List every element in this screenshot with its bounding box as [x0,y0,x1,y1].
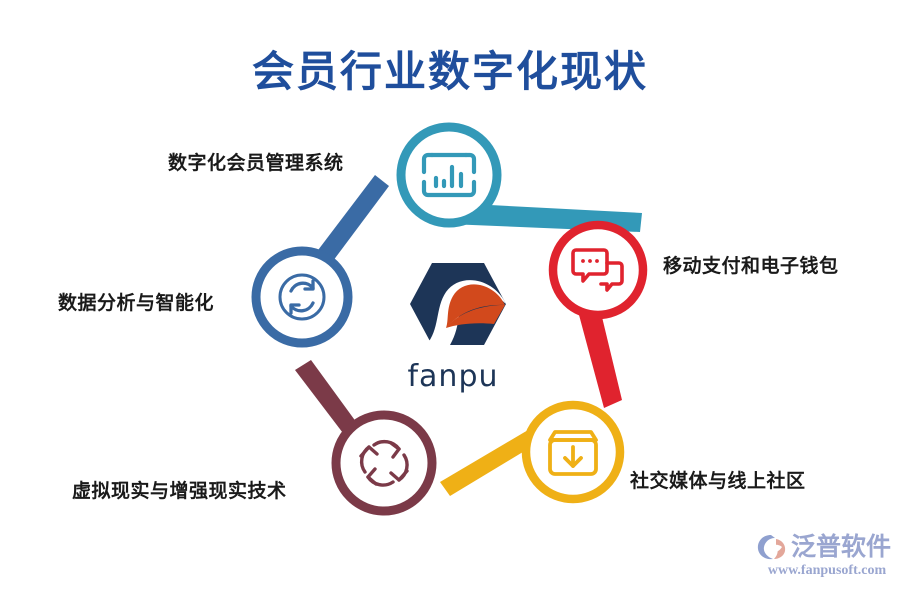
connector-tail-3 [295,360,362,441]
node-1[interactable] [548,220,648,320]
node-4[interactable] [251,246,353,348]
node-circle-4[interactable] [251,246,353,348]
chat-bubbles-icon [571,248,624,292]
node-3[interactable] [331,410,437,516]
page-title: 会员行业数字化现状 [251,50,648,96]
watermark-company: 泛普软件 [791,533,892,561]
watermark: 泛普软件 www.fanpusoft.com [757,533,897,591]
recycle-arrows-icon [359,439,409,487]
download-box-icon [548,430,598,476]
sync-refresh-icon [278,273,326,321]
node-label-vr-ar: 虚拟现实与增强现实技术 [72,481,287,502]
watermark-url: www.fanpusoft.com [767,563,887,578]
connector-tail-1 [575,292,622,408]
fanpu-logo-icon [410,263,506,345]
node-label-social-media: 社交媒体与线上社区 [630,471,806,492]
connector-tail-4 [309,175,389,273]
node-circle-0[interactable] [396,122,502,228]
node-label-data-analytics: 数据分析与智能化 [58,293,215,314]
fanpu-swoosh-mark-icon [757,535,786,560]
node-0[interactable] [396,122,502,228]
node-2[interactable] [521,400,625,504]
center-brand: fanpu [388,258,518,394]
node-circle-3[interactable] [331,410,437,516]
node-circle-1[interactable] [548,220,648,320]
bar-chart-icon [421,152,477,198]
brand-name: fanpu [407,359,499,394]
node-label-mobile-payment: 移动支付和电子钱包 [663,256,839,277]
node-label-digital-membership-system: 数字化会员管理系统 [168,153,344,174]
